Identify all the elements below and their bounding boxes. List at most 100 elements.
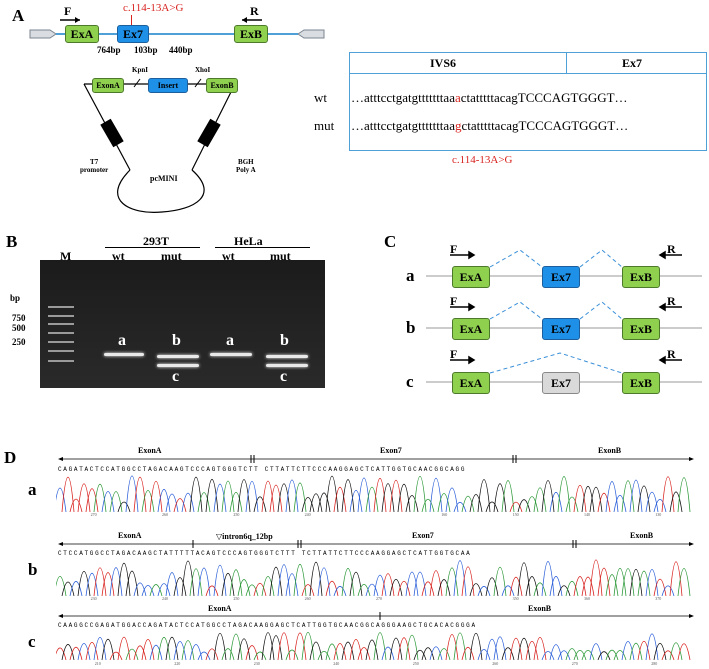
trace-peak	[485, 501, 499, 512]
gel-image: a b c a b c	[40, 260, 325, 388]
mutation-tick	[131, 15, 132, 25]
ladder-band	[48, 306, 74, 308]
trace-peak	[317, 492, 331, 512]
trace-peak	[165, 572, 179, 596]
trace-peak	[261, 576, 275, 596]
trace-peak	[213, 484, 227, 512]
trace-peak	[445, 487, 459, 512]
region-exon-b: ExonB	[598, 446, 622, 455]
trace-peak	[85, 641, 99, 660]
trace-peak	[397, 580, 411, 596]
trace-peak	[141, 638, 155, 660]
trace-peak	[197, 651, 211, 660]
trace-peak	[229, 569, 243, 596]
trace-peak	[173, 498, 187, 512]
row-c-label: c	[406, 372, 414, 391]
trace-peak	[437, 493, 451, 512]
trace-peak	[213, 633, 227, 660]
vector-name: pcMINI	[150, 174, 178, 183]
trace-peak	[605, 649, 619, 660]
trace-peak	[645, 569, 659, 596]
table-col-ex7: Ex7	[622, 56, 643, 70]
wt-sequence: …atttcctgatgtttttttaaactatttttacagTCCCAG…	[351, 90, 628, 105]
trace-peak	[373, 574, 387, 596]
primer-r-label: R	[667, 294, 676, 308]
trace-peak	[533, 637, 547, 660]
trace-peak	[501, 480, 515, 512]
trace-peak	[261, 480, 275, 512]
region-brackets-a	[58, 455, 694, 463]
trace-peak	[205, 478, 219, 512]
trace-peak	[357, 583, 371, 596]
trace-peak	[557, 585, 571, 596]
trace-peak	[485, 638, 499, 660]
trace-peak	[573, 576, 587, 596]
group-hela: HeLa	[234, 234, 263, 248]
band-hela-mut-b	[266, 355, 308, 358]
trace-peak	[229, 633, 243, 660]
trace-peak	[365, 583, 379, 596]
trace-peak	[181, 640, 195, 660]
region-exon-a: ExonA	[138, 446, 162, 455]
trace-peak	[653, 642, 667, 660]
trace-peak	[237, 479, 251, 512]
band-label-c: c	[280, 368, 288, 385]
trace-peak	[309, 493, 323, 512]
trace-peak	[197, 492, 211, 512]
trace-peak	[677, 477, 691, 512]
chromatogram-c	[56, 632, 691, 660]
trace-peak	[461, 495, 475, 512]
trace-peak	[389, 479, 403, 512]
trace-peak	[493, 483, 507, 512]
trace-peak	[261, 632, 275, 660]
primer-r-label: R	[667, 347, 676, 361]
trace-peak	[581, 486, 595, 512]
trace-peak	[149, 584, 163, 596]
trace-peak	[341, 479, 355, 512]
trace-peak	[381, 573, 395, 596]
trace-row-c-label: c	[28, 632, 36, 651]
trace-peak	[285, 573, 299, 596]
trace-peak	[389, 579, 403, 596]
band-293t-mut-b	[157, 355, 199, 358]
panel-a-label: A	[12, 6, 25, 25]
trace-peak	[397, 637, 411, 660]
trace-peak	[93, 567, 107, 596]
trace-peak	[245, 584, 259, 596]
trace-peak	[309, 561, 323, 596]
trace-peak	[333, 643, 347, 660]
row-a-label: a	[406, 266, 415, 285]
trace-peak	[245, 480, 259, 512]
trace-peak	[285, 479, 299, 512]
sequence-text-c: CAAGGCCGAGATGGACCAGATACTCCATGGCCTAGACAAG…	[58, 622, 477, 629]
band-label-a: a	[226, 332, 234, 349]
xhoi-label: XhoI	[195, 66, 211, 74]
trace-peak	[661, 585, 675, 596]
trace-peak	[445, 567, 459, 596]
trace-peak	[189, 568, 203, 596]
trace-peak	[645, 491, 659, 512]
bgh-polya-label: BGH Poly A	[236, 158, 256, 174]
trace-peak	[589, 487, 603, 512]
trace-peak	[61, 581, 75, 596]
trace-peak	[205, 648, 219, 660]
trace-peak	[373, 477, 387, 512]
trace-peak	[277, 483, 291, 512]
trace-peak	[517, 562, 531, 596]
trace-peak	[229, 491, 243, 512]
vector-exon-b: ExonB	[206, 78, 238, 93]
trace-peak	[421, 498, 435, 512]
region-exon-7: Exon7	[412, 531, 434, 540]
trace-peak	[269, 484, 283, 512]
trace-peak	[93, 637, 107, 660]
bp-label: bp	[10, 293, 21, 303]
trace-peak	[493, 566, 507, 596]
trace-peak	[253, 496, 267, 512]
primer-f-label: F	[450, 294, 458, 308]
lane-293t-wt: wt	[112, 249, 125, 263]
length-1: 764bp	[97, 45, 121, 55]
trace-peak	[157, 637, 171, 660]
ladder-band	[48, 360, 74, 362]
trace-peak	[197, 567, 211, 596]
